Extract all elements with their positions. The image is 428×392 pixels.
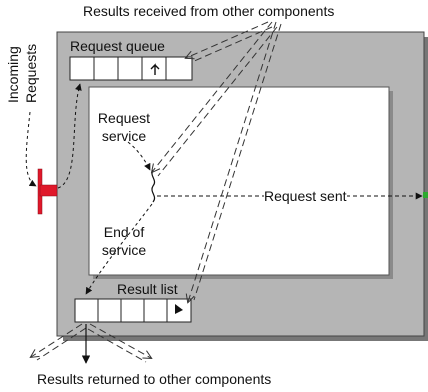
entry-to-queue-arrow <box>57 83 82 189</box>
queue-pointer-icon <box>150 63 160 75</box>
end-service-arrow <box>85 203 153 295</box>
exit-marker <box>423 192 428 198</box>
request-service-label-line1: Request <box>97 110 151 126</box>
request-sent-label: Request sent <box>264 188 347 204</box>
end-of-service-label-line2: service <box>101 242 147 258</box>
request-service-label-line2: service <box>101 128 147 144</box>
incoming-label-line2: Requests <box>23 43 39 103</box>
result-list <box>74 298 192 323</box>
service-area <box>88 86 390 276</box>
results-received-arrows <box>152 21 282 302</box>
service-arrow <box>127 141 151 171</box>
results-returned-label: Results returned to other components <box>37 371 272 387</box>
end-of-service-label-line1: End of <box>103 224 145 240</box>
request-queue <box>69 56 193 81</box>
request-queue-label: Request queue <box>70 38 165 54</box>
incoming-label-line1: Incoming <box>5 46 21 103</box>
result-list-label: Result list <box>117 281 178 297</box>
entry-marker <box>37 168 58 215</box>
results-received-label: Results received from other components <box>83 3 335 19</box>
incoming-arrow <box>25 111 37 187</box>
results-returned-arrows <box>31 323 151 364</box>
service-squiggle-icon <box>151 169 156 203</box>
list-pointer-icon <box>175 304 183 314</box>
